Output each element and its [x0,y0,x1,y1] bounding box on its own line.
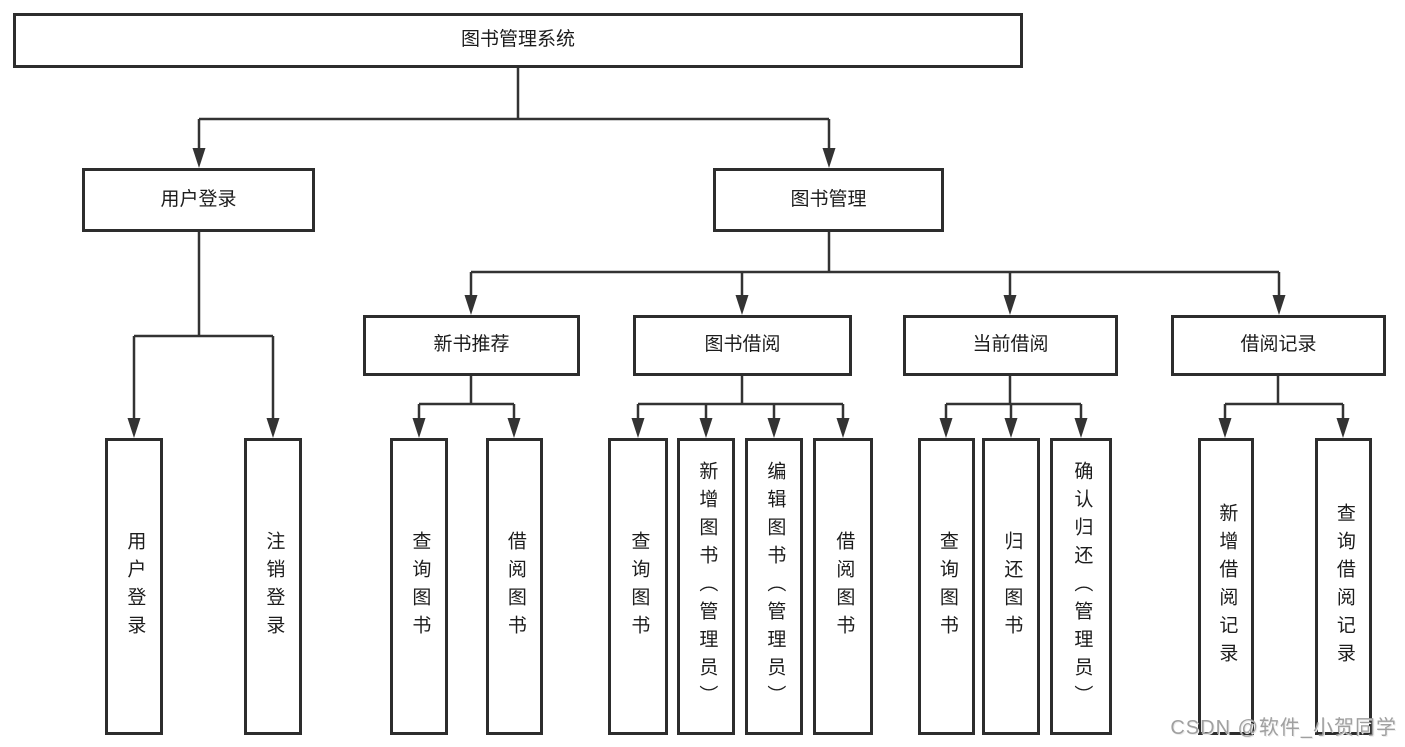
leaf-confirm-return-admin-label: 确认归还（管理员） [1071,460,1093,713]
leaf-return-book-label: 归还图书 [1001,530,1023,643]
leaf-return-book: 归还图书 [982,438,1040,735]
leaf-add-borrow-record-label: 新增借阅记录 [1216,502,1238,671]
csdn-watermark: CSDN @软件_小贺同学 [1170,717,1397,739]
arrowhead-icon [822,148,836,168]
leaf-add-book-admin-label: 新增图书（管理员） [696,460,718,713]
node-current-borrow: 当前借阅 [903,315,1118,376]
leaf-query-books-current: 查询图书 [918,438,975,735]
arrowhead-icon [266,418,280,438]
leaf-borrow-books-recommend-label: 借阅图书 [504,530,526,643]
leaf-add-book-admin: 新增图书（管理员） [677,438,735,735]
arrowhead-icon [1272,295,1286,315]
leaf-borrow-books-label: 借阅图书 [833,530,855,643]
node-book-management: 图书管理 [713,168,944,232]
arrowhead-icon [767,418,781,438]
arrowhead-icon [1074,418,1088,438]
leaf-user-login: 用户登录 [105,438,163,735]
node-borrow-records: 借阅记录 [1171,315,1386,376]
leaf-borrow-books: 借阅图书 [813,438,873,735]
leaf-query-books-current-label: 查询图书 [936,530,958,643]
node-user-login: 用户登录 [82,168,315,232]
arrowhead-icon [1336,418,1350,438]
leaf-add-borrow-record: 新增借阅记录 [1198,438,1254,735]
arrowhead-icon [464,295,478,315]
node-root: 图书管理系统 [13,13,1023,68]
leaf-confirm-return-admin: 确认归还（管理员） [1050,438,1112,735]
leaf-borrow-books-recommend: 借阅图书 [486,438,543,735]
arrowhead-icon [412,418,426,438]
arrowhead-icon [631,418,645,438]
node-new-book-recommend: 新书推荐 [363,315,580,376]
arrowhead-icon [127,418,141,438]
leaf-edit-book-admin: 编辑图书（管理员） [745,438,803,735]
arrowhead-icon [192,148,206,168]
arrowhead-icon [735,295,749,315]
leaf-query-books-borrow-label: 查询图书 [628,530,650,643]
node-book-management-label: 图书管理 [790,188,867,210]
arrowhead-icon [1003,295,1017,315]
node-root-label: 图书管理系统 [460,29,575,51]
leaf-logout: 注销登录 [244,438,302,735]
arrowhead-icon [1218,418,1232,438]
arrowhead-icon [699,418,713,438]
leaf-logout-label: 注销登录 [263,530,285,643]
arrowhead-icon [507,418,521,438]
node-book-borrow: 图书借阅 [633,315,852,376]
leaf-query-books-recommend-label: 查询图书 [409,530,431,643]
leaf-query-books-recommend: 查询图书 [390,438,448,735]
leaf-query-borrow-record: 查询借阅记录 [1315,438,1372,735]
arrowhead-icon [836,418,850,438]
node-new-book-recommend-label: 新书推荐 [433,334,510,356]
leaf-user-login-label: 用户登录 [124,530,146,643]
node-borrow-records-label: 借阅记录 [1240,334,1317,356]
node-current-borrow-label: 当前借阅 [972,334,1049,356]
leaf-query-books-borrow: 查询图书 [608,438,668,735]
node-user-login-label: 用户登录 [160,188,237,210]
leaf-query-borrow-record-label: 查询借阅记录 [1333,502,1355,671]
node-book-borrow-label: 图书借阅 [704,334,781,356]
leaf-edit-book-admin-label: 编辑图书（管理员） [764,460,786,713]
arrowhead-icon [939,418,953,438]
arrowhead-icon [1004,418,1018,438]
